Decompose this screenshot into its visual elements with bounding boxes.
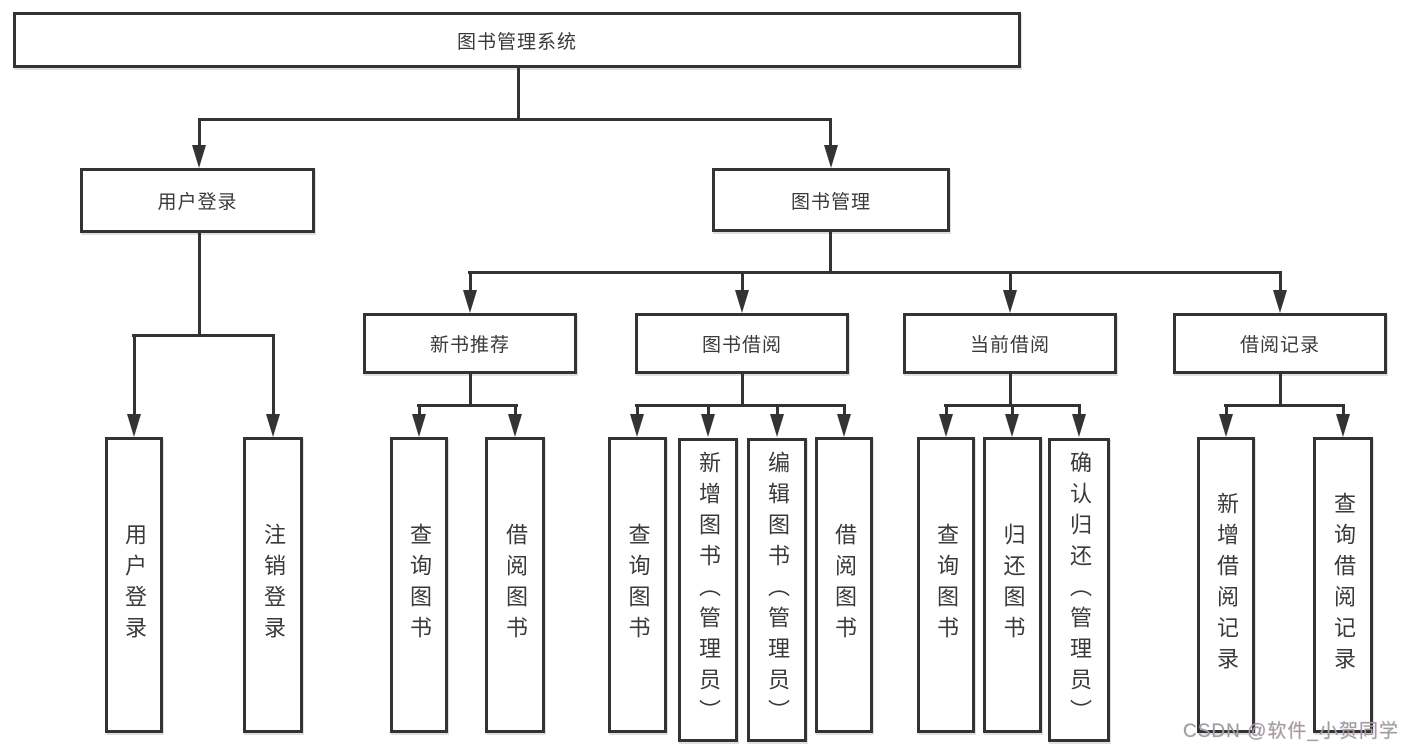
leaf-user-login: 用户登录 [105, 437, 163, 733]
leaf-label: 查询图书 [625, 523, 651, 647]
connector-shaft [636, 404, 639, 420]
arrowhead-down-icon [1005, 414, 1019, 437]
leaf-label: 查询图书 [934, 523, 959, 647]
leaf-label: 确认归还（管理员） [1067, 450, 1092, 730]
connector-shaft [1225, 404, 1228, 420]
leaf-label: 借阅图书 [832, 523, 857, 647]
leaf-label: 查询图书 [407, 523, 432, 647]
connector-shaft [418, 404, 421, 420]
arrowhead-down-icon [630, 414, 644, 437]
connector-book-mgmt-stem [829, 232, 832, 274]
connector-shaft [741, 271, 744, 295]
node-new-book-recommend: 新书推荐 [363, 313, 577, 374]
connector-level1-bar [198, 118, 832, 121]
leaf-label: 查询借阅记录 [1331, 492, 1356, 678]
node-label: 借阅记录 [1239, 335, 1320, 356]
connector-group-bar [635, 404, 846, 407]
arrowhead-down-icon [735, 290, 749, 313]
leaf-edit-books-admin: 编辑图书（管理员） [747, 438, 807, 742]
connector-shaft [1279, 271, 1282, 295]
connector-shaft [1009, 271, 1012, 295]
node-book-borrowing: 图书借阅 [635, 313, 849, 374]
connector-shaft [469, 271, 472, 295]
connector-group-bar [1224, 404, 1345, 407]
arrowhead-down-icon [1336, 414, 1350, 437]
arrowhead-down-icon [701, 414, 715, 437]
leaf-borrow-books: 借阅图书 [815, 437, 873, 733]
connector-shaft [945, 404, 948, 420]
leaf-label: 编辑图书（管理员） [765, 450, 790, 730]
connector-user-login-bar [132, 334, 275, 337]
arrowhead-down-icon [1072, 414, 1086, 437]
connector-shaft [707, 404, 710, 420]
leaf-add-books-admin: 新增图书（管理员） [678, 438, 738, 742]
connector-group-stem [1279, 374, 1282, 407]
leaf-borrow-books: 借阅图书 [485, 437, 545, 733]
node-library-system: 图书管理系统 [13, 12, 1021, 68]
leaf-query-books: 查询图书 [390, 437, 448, 733]
connector-level2-bar [468, 271, 1282, 274]
leaf-confirm-return-admin: 确认归还（管理员） [1048, 438, 1110, 742]
arrowhead-down-icon [939, 414, 953, 437]
leaf-query-books: 查询图书 [608, 437, 667, 733]
connector-shaft [843, 404, 846, 420]
leaf-label: 归还图书 [1000, 523, 1026, 647]
leaf-query-books: 查询图书 [917, 437, 975, 733]
arrowhead-down-icon [837, 414, 851, 437]
leaf-label: 新增借阅记录 [1214, 492, 1239, 678]
connector-shaft [514, 404, 517, 420]
arrowhead-down-icon [412, 414, 426, 437]
arrowhead-down-icon [192, 145, 206, 168]
leaf-label: 用户登录 [122, 523, 147, 647]
node-label: 用户登录 [157, 192, 238, 213]
connector-shaft [829, 118, 832, 150]
leaf-label: 注销登录 [261, 523, 286, 647]
leaf-logout: 注销登录 [243, 437, 303, 733]
leaf-query-borrow-record: 查询借阅记录 [1313, 437, 1373, 733]
node-label: 图书管理系统 [456, 31, 577, 53]
connector-shaft [1011, 404, 1014, 420]
connector-group-stem [1009, 374, 1012, 407]
leaf-label: 借阅图书 [503, 523, 528, 647]
connector-group-bar [417, 404, 518, 407]
csdn-watermark: CSDN @软件_小贺同学 [1183, 721, 1399, 742]
connector-shaft [272, 334, 275, 418]
node-label: 图书借阅 [701, 335, 782, 356]
node-borrowing-records: 借阅记录 [1173, 313, 1387, 374]
node-label: 新书推荐 [429, 335, 510, 356]
leaf-add-borrow-record: 新增借阅记录 [1197, 437, 1255, 733]
connector-user-login-stem [198, 233, 201, 337]
connector-group-stem [741, 374, 744, 407]
connector-shaft [133, 334, 136, 418]
node-label: 当前借阅 [969, 335, 1050, 356]
node-user-login: 用户登录 [80, 168, 315, 233]
connector-root-stem [517, 68, 520, 121]
connector-shaft [776, 404, 779, 420]
node-book-management: 图书管理 [712, 168, 950, 232]
arrowhead-down-icon [508, 414, 522, 437]
connector-shaft [1078, 404, 1081, 420]
leaf-return-books: 归还图书 [983, 437, 1042, 733]
connector-group-stem [469, 374, 472, 407]
arrowhead-down-icon [266, 414, 280, 437]
arrowhead-down-icon [127, 414, 141, 437]
arrowhead-down-icon [1003, 290, 1017, 313]
node-label: 图书管理 [790, 191, 871, 213]
node-current-borrowing: 当前借阅 [903, 313, 1117, 374]
arrowhead-down-icon [770, 414, 784, 437]
arrowhead-down-icon [463, 290, 477, 313]
arrowhead-down-icon [1273, 290, 1287, 313]
arrowhead-down-icon [824, 145, 838, 168]
connector-shaft [198, 118, 201, 150]
connector-shaft [1342, 404, 1345, 420]
arrowhead-down-icon [1219, 414, 1233, 437]
leaf-label: 新增图书（管理员） [696, 450, 721, 730]
